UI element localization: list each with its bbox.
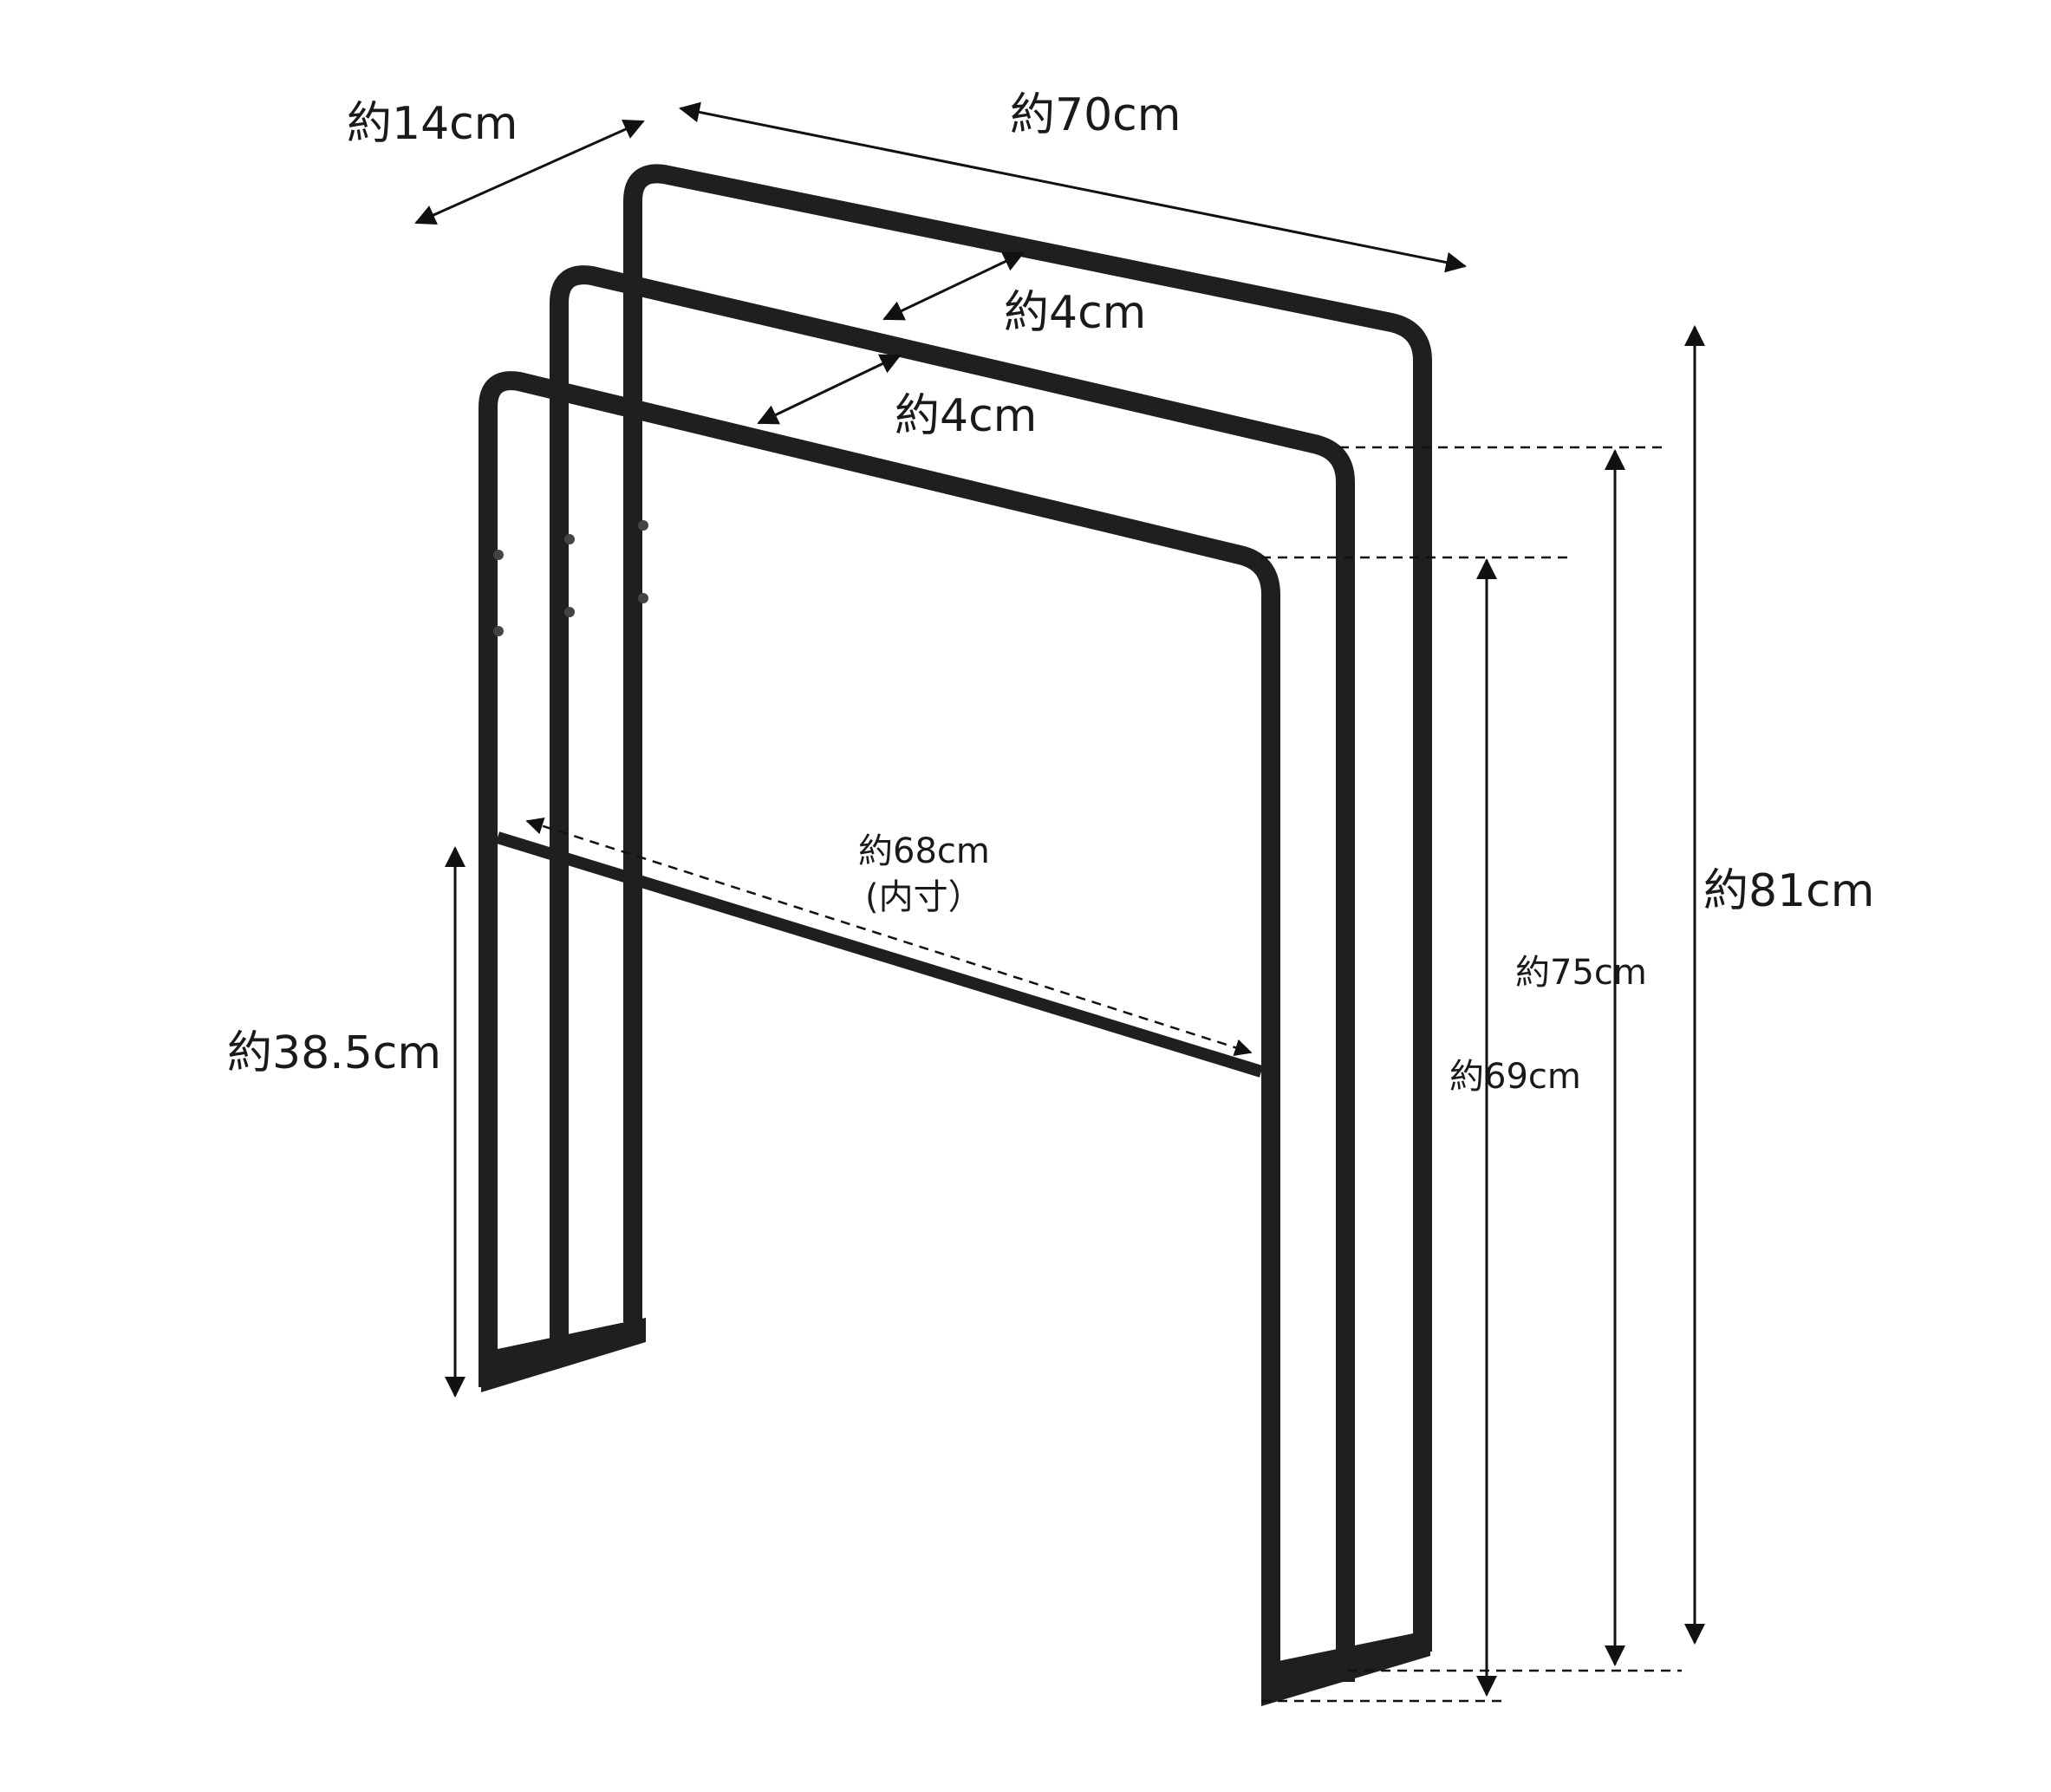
inner-width-note: (内寸）: [865, 877, 983, 917]
bar-spacing-2-arrow: [757, 354, 902, 425]
bar-spacing-2-label: 約4cm: [895, 390, 1037, 442]
depth-label: 約14cm: [347, 98, 518, 150]
width-arrow: [679, 101, 1467, 273]
bar-spacing-1-arrow: [882, 251, 1025, 321]
lower-connecting-bar: [495, 831, 1264, 1078]
right-base-plate: [1261, 1630, 1430, 1706]
dimension-labels: 約14cm 約70cm 約4cm 約4cm 約68cm (内寸） 約38.5cm…: [227, 89, 1874, 1097]
left-base-plate: [481, 1318, 646, 1392]
inner-width-dashed-arrow: [525, 818, 1253, 1056]
total-height-label: 約81cm: [1703, 865, 1874, 917]
lower-bar-height-label: 約38.5cm: [227, 1027, 441, 1079]
inner-width-label: 約68cm: [858, 831, 990, 871]
width-label: 約70cm: [1010, 89, 1181, 141]
front-frame: [479, 371, 1280, 1699]
bar-spacing-1-label: 約4cm: [1004, 287, 1146, 339]
dimension-lines: [414, 101, 1705, 1703]
middle-height-label: 約75cm: [1515, 953, 1647, 993]
frame-joint-pins: [493, 520, 648, 636]
depth-arrow: [414, 120, 645, 225]
front-height-label: 約69cm: [1449, 1057, 1581, 1097]
